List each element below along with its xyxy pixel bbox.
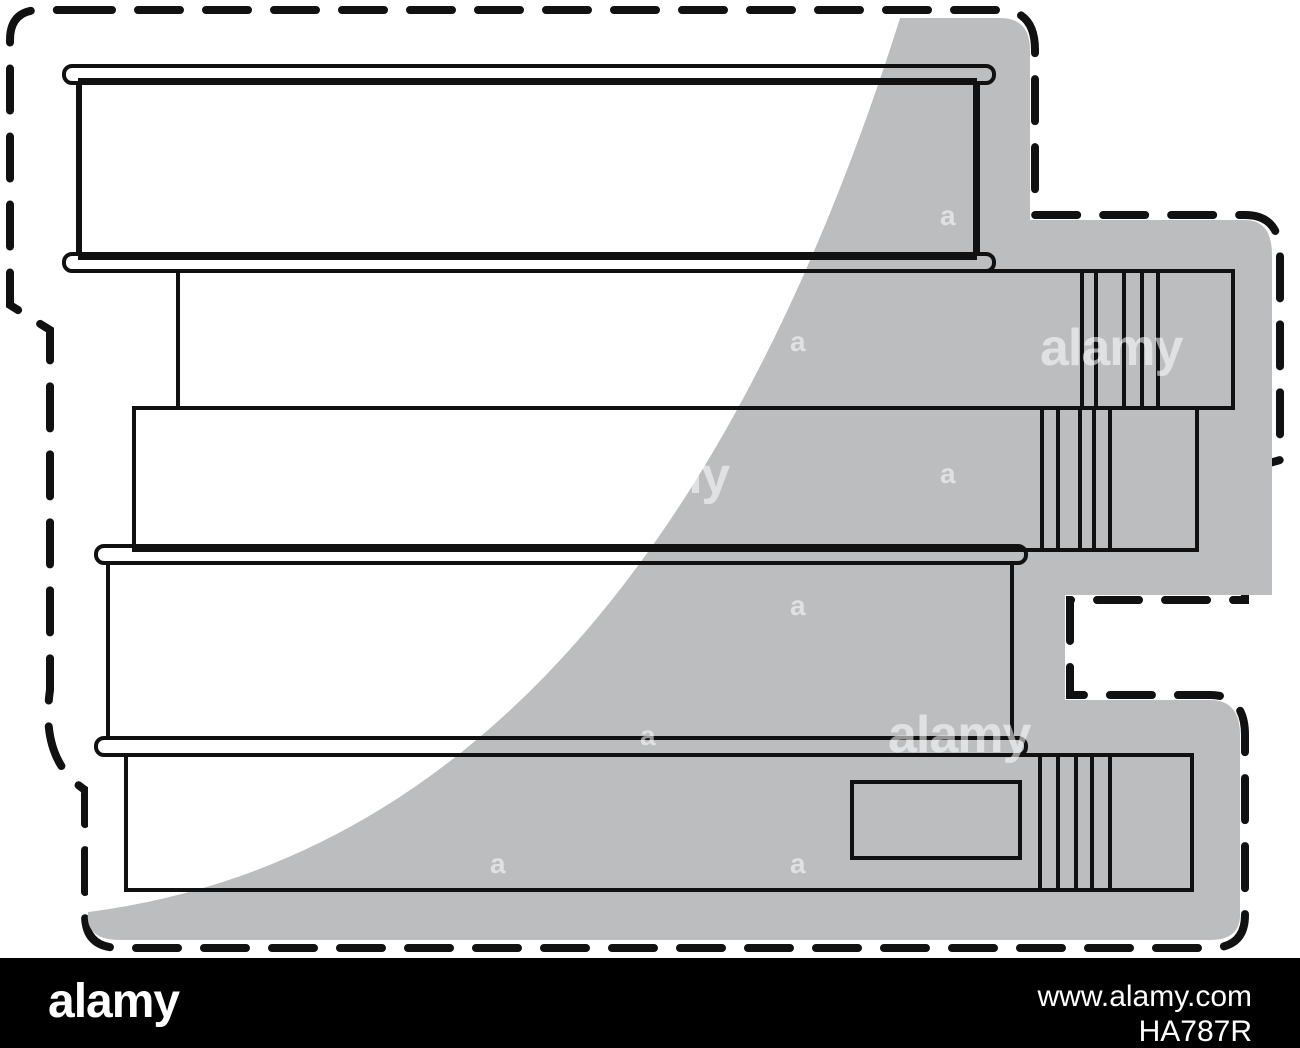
watermark-fragment: my [656,447,730,505]
watermark-letter: a [640,720,656,751]
watermark-letter: a [490,848,506,879]
dashed-cut-outline [6,6,1284,952]
book-3 [132,406,1199,552]
book-stack [62,64,1235,892]
footer-bar: alamy www.alamy.com HA787R [0,958,1300,1048]
footer-logo: alamy [48,975,180,1028]
book-1 [62,64,996,273]
watermark-letter: a [790,848,806,879]
watermark-text: alamy [888,706,1031,764]
watermark-letter: a [940,458,956,489]
footer-code: HA787R [1138,1014,1252,1048]
watermark-text: alamy [1040,319,1183,377]
footer-image-id: www.alamy.com HA787R [1038,980,1252,1048]
watermark-letter: a [790,590,806,621]
sticker-highlight [88,18,900,912]
footer-site: www.alamy.com [1037,980,1252,1013]
watermark-letter: a [790,326,806,357]
book-stack-icon [6,6,1284,952]
book-5 [124,753,1194,892]
watermark-letter: a [940,200,956,231]
